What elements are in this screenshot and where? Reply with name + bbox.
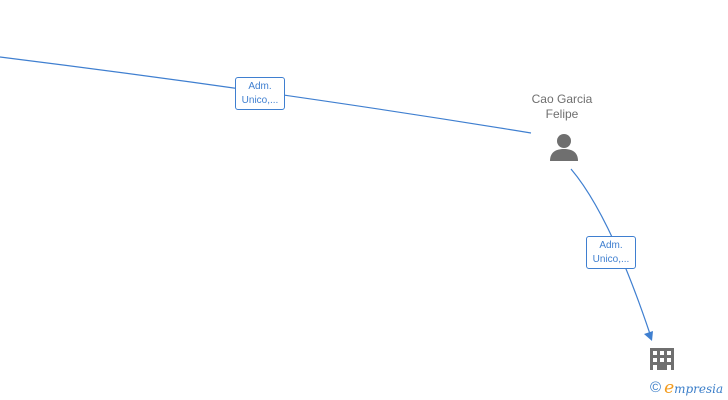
brand-logo-initial: e [664, 378, 675, 398]
brand-logo-text: mpresia [674, 382, 724, 396]
edge-label-line1: Adm. [248, 81, 272, 92]
person-name-line2: Felipe [545, 107, 579, 121]
brand-watermark: ©empresia [650, 378, 723, 398]
edge-label-line2: Unico,... [241, 95, 279, 106]
edge-line-to-company [570, 168, 651, 335]
person-icon[interactable] [549, 133, 579, 162]
person-node-label[interactable]: Cao Garcia Felipe [512, 92, 612, 122]
edge-label-line1: Adm. [599, 240, 623, 251]
copyright-icon: © [650, 379, 662, 396]
edge-label-incoming[interactable]: Adm. Unico,... [235, 77, 285, 110]
edge-label-to-company[interactable]: Adm. Unico,... [586, 236, 636, 269]
person-name-line1: Cao Garcia [531, 92, 593, 106]
edge-label-line2: Unico,... [592, 254, 630, 265]
arrowhead-icon [644, 331, 653, 341]
building-icon[interactable] [650, 348, 674, 370]
